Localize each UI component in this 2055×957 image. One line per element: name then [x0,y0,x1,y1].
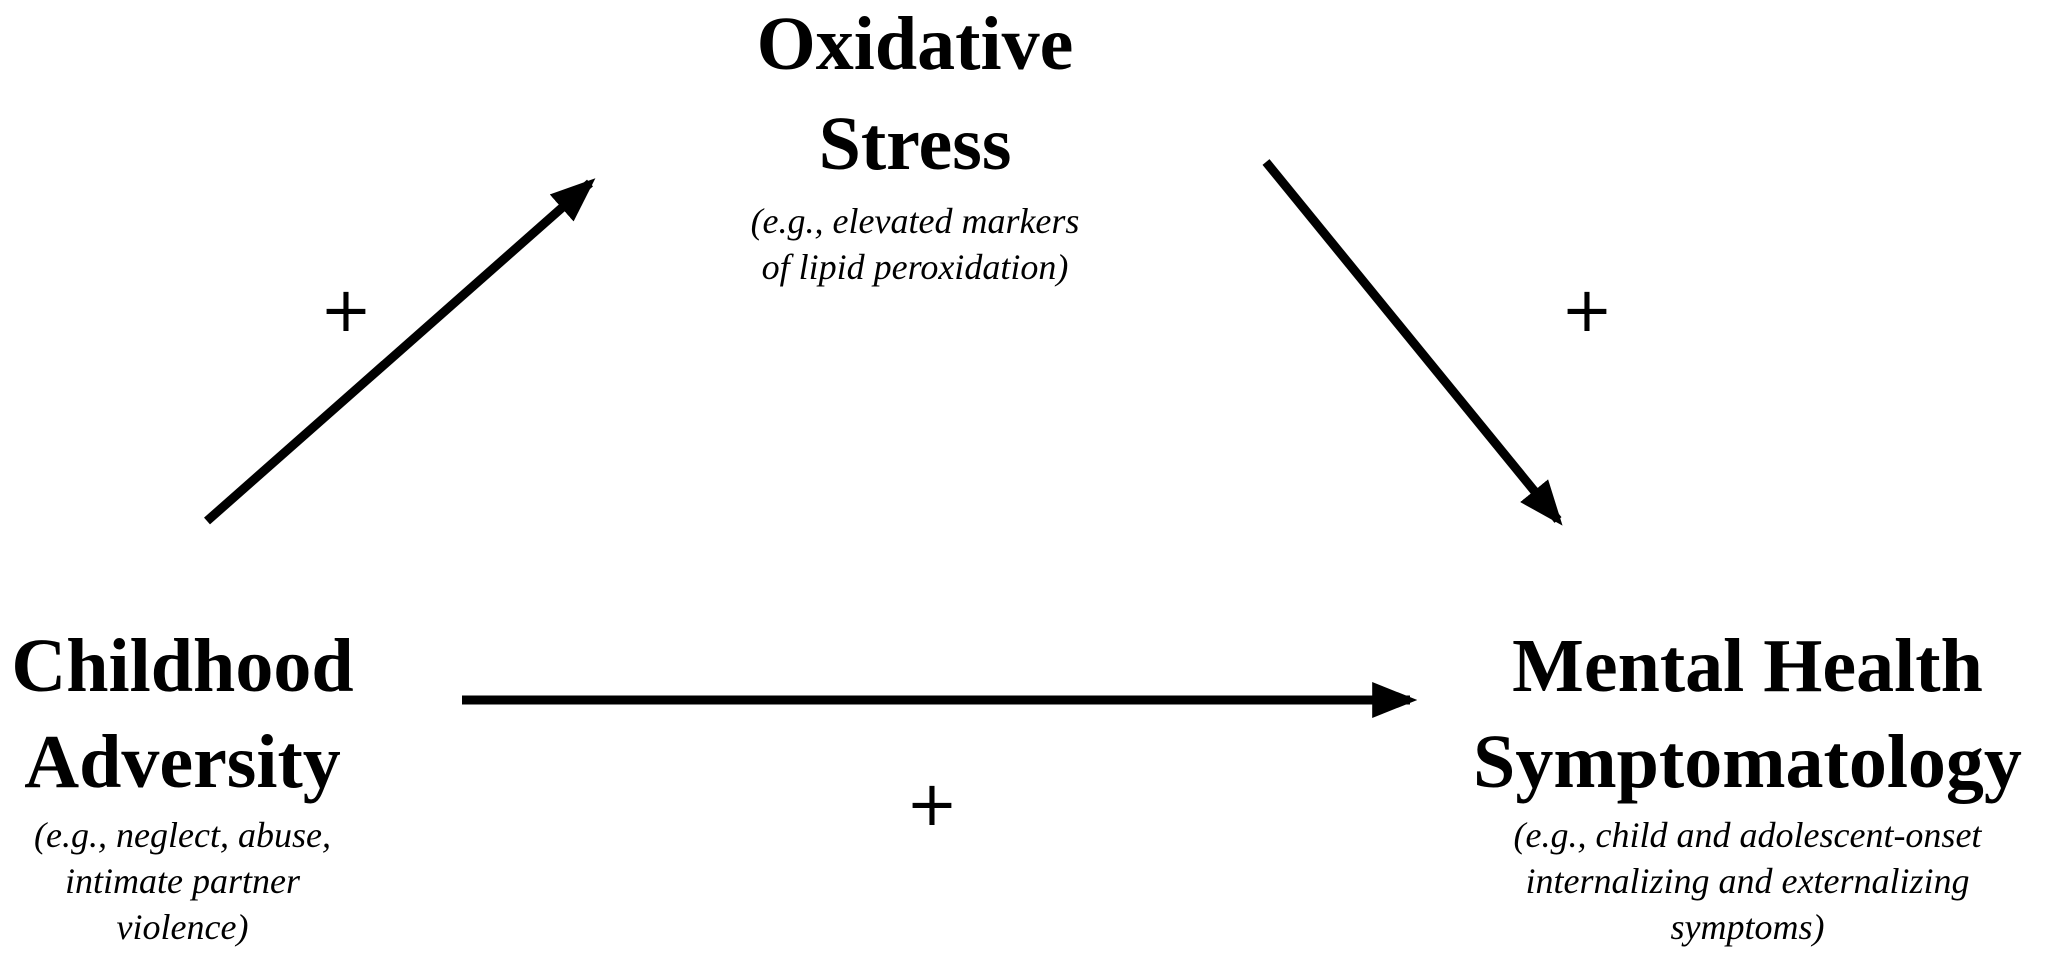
node-title: Childhood Adversity [11,624,354,804]
node-mental-health-symptomatology: Mental Health Symptomatology (e.g., chil… [1440,618,2055,950]
edge-sign-oxidative-mental: + [1561,273,1613,346]
node-example: (e.g., neglect, abuse, intimate partner … [34,815,331,947]
node-example: (e.g., child and adolescent-onset intern… [1513,815,1982,947]
arrow-oxidative-to-mental [1262,159,1563,526]
node-title: Oxidative Stress [756,2,1074,186]
edge-sign-childhood-oxidative: + [320,273,372,346]
node-childhood-adversity: Childhood Adversity (e.g., neglect, abus… [0,618,365,950]
node-example: (e.g., elevated markers of lipid peroxid… [750,201,1080,287]
arrow-childhood-to-oxidative [204,178,596,525]
node-oxidative-stress: Oxidative Stress (e.g., elevated markers… [610,0,1220,290]
node-title: Mental Health Symptomatology [1473,624,2022,804]
edge-sign-childhood-mental: + [906,767,958,840]
